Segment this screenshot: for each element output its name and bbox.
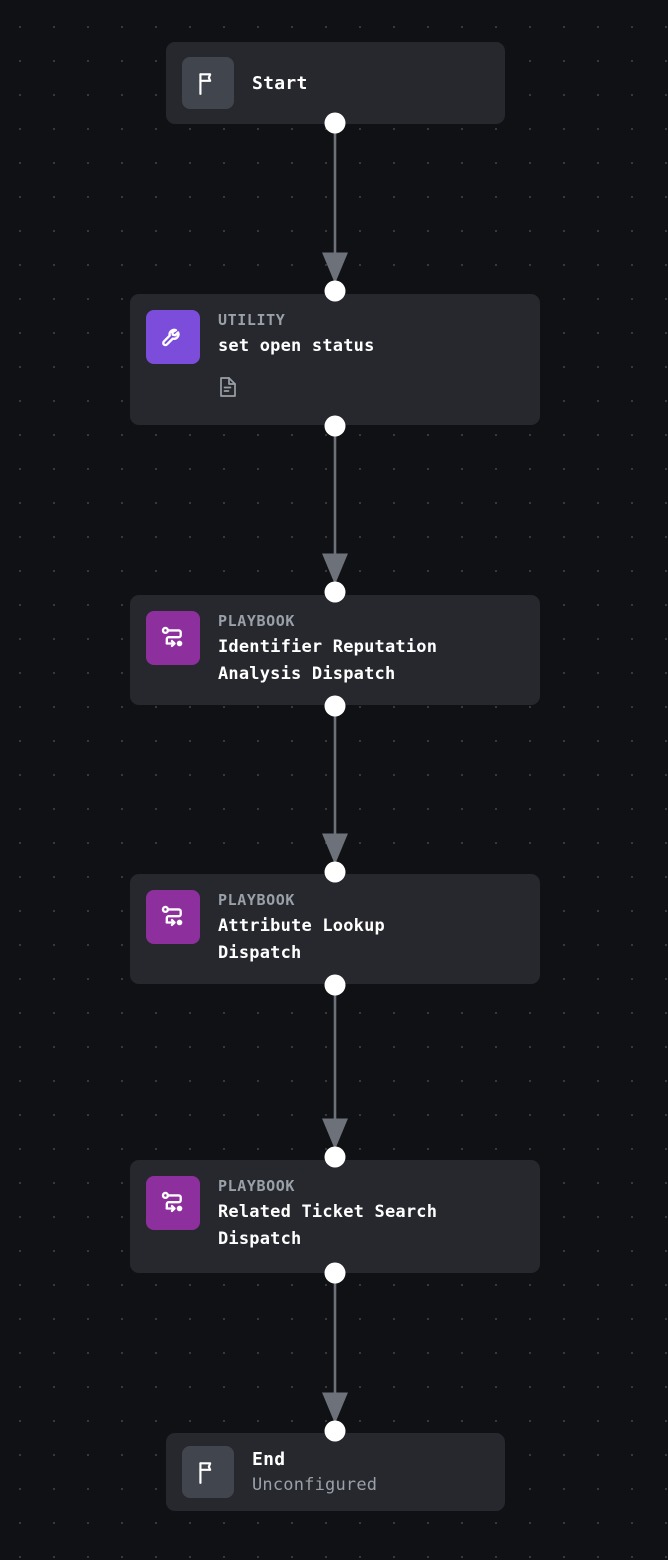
node-set-open-status[interactable]: UTILITY set open status bbox=[130, 294, 540, 425]
node-identifier-reputation-analysis-dispatch[interactable]: PLAYBOOK Identifier Reputation Analysis … bbox=[130, 595, 540, 705]
flag-icon bbox=[182, 1446, 234, 1498]
handle-end-input[interactable] bbox=[324, 1420, 346, 1442]
handle-playbook1-input[interactable] bbox=[324, 581, 346, 603]
node-attribute-lookup-dispatch[interactable]: PLAYBOOK Attribute Lookup Dispatch bbox=[130, 874, 540, 984]
handle-playbook2-input[interactable] bbox=[324, 861, 346, 883]
handle-utility-input[interactable] bbox=[324, 280, 346, 302]
handle-utility-output[interactable] bbox=[324, 415, 346, 437]
node-start-title: Start bbox=[252, 72, 308, 94]
node-related-ticket-search-kicker: PLAYBOOK bbox=[218, 1177, 296, 1195]
node-related-ticket-search-title: Related Ticket Search Dispatch bbox=[218, 1201, 438, 1249]
node-identifier-reputation-title: Identifier Reputation Analysis Dispatch bbox=[218, 636, 438, 684]
node-attribute-lookup-title: Attribute Lookup Dispatch bbox=[218, 915, 385, 963]
handle-start-output[interactable] bbox=[324, 112, 346, 134]
node-end-subtitle: Unconfigured bbox=[252, 1474, 378, 1495]
node-attribute-lookup-kicker: PLAYBOOK bbox=[218, 891, 296, 909]
node-set-open-status-body: UTILITY set open status bbox=[218, 310, 524, 398]
node-end[interactable]: End Unconfigured bbox=[166, 1433, 505, 1511]
handle-playbook3-output[interactable] bbox=[324, 1262, 346, 1284]
node-start-body: Start bbox=[252, 71, 489, 95]
node-related-ticket-search-dispatch[interactable]: PLAYBOOK Related Ticket Search Dispatch bbox=[130, 1160, 540, 1273]
node-attribute-lookup-body: PLAYBOOK Attribute Lookup Dispatch bbox=[218, 890, 524, 966]
document-icon[interactable] bbox=[218, 376, 238, 398]
node-set-open-status-kicker: UTILITY bbox=[218, 311, 286, 329]
node-end-title: End bbox=[252, 1449, 286, 1471]
node-identifier-reputation-kicker: PLAYBOOK bbox=[218, 612, 296, 630]
node-related-ticket-search-body: PLAYBOOK Related Ticket Search Dispatch bbox=[218, 1176, 524, 1252]
node-start[interactable]: Start bbox=[166, 42, 505, 124]
handle-playbook2-output[interactable] bbox=[324, 974, 346, 996]
node-identifier-reputation-body: PLAYBOOK Identifier Reputation Analysis … bbox=[218, 611, 524, 687]
node-set-open-status-title: set open status bbox=[218, 335, 375, 356]
wrench-icon bbox=[146, 310, 200, 364]
node-end-body: End Unconfigured bbox=[252, 1447, 489, 1496]
workflow-icon bbox=[146, 1176, 200, 1230]
workflow-icon bbox=[146, 890, 200, 944]
workflow-icon bbox=[146, 611, 200, 665]
flag-icon bbox=[182, 57, 234, 109]
handle-playbook1-output[interactable] bbox=[324, 695, 346, 717]
handle-playbook3-input[interactable] bbox=[324, 1146, 346, 1168]
